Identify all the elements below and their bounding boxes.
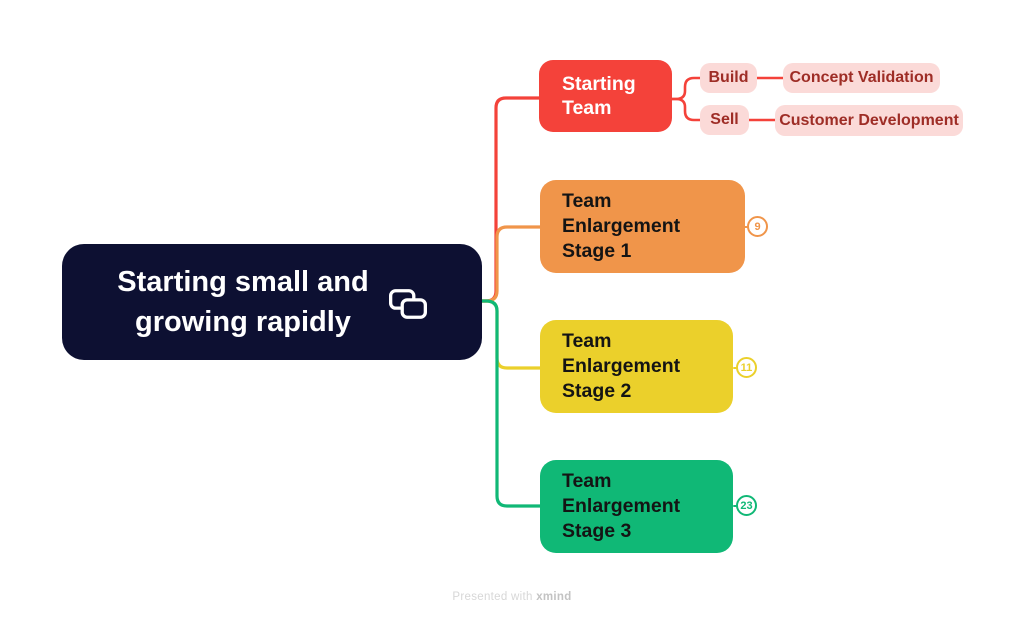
watermark-prefix: Presented with bbox=[452, 591, 533, 603]
topic-concept-validation[interactable]: Concept Validation bbox=[783, 63, 940, 93]
topic-customer-development-label: Customer Development bbox=[779, 111, 959, 129]
edge-central-to-stage3 bbox=[480, 299, 542, 508]
edge-startingteam-to-sell bbox=[670, 97, 702, 122]
collapsed-count-badge-stage1[interactable]: 9 bbox=[747, 216, 768, 237]
topic-sell[interactable]: Sell bbox=[700, 105, 749, 135]
collapsed-count-badge-stage3[interactable]: 23 bbox=[736, 495, 757, 516]
link-icon[interactable] bbox=[388, 289, 427, 319]
topic-build-label: Build bbox=[708, 69, 749, 86]
topic-build[interactable]: Build bbox=[700, 63, 757, 93]
edge-startingteam-to-build bbox=[670, 76, 702, 101]
watermark-brand: xmind bbox=[536, 591, 572, 603]
topic-customer-development[interactable]: Customer Development bbox=[775, 105, 963, 136]
edge-central-to-stage2 bbox=[480, 299, 542, 370]
edge-central-to-stage1 bbox=[480, 225, 542, 303]
topic-concept-validation-label: Concept Validation bbox=[789, 69, 934, 86]
edge-central-to-starting-team bbox=[480, 96, 541, 303]
collapsed-count-badge-stage2[interactable]: 11 bbox=[736, 357, 757, 378]
watermark: Presented with xmind bbox=[0, 591, 1024, 603]
topic-sell-label: Sell bbox=[710, 111, 739, 128]
